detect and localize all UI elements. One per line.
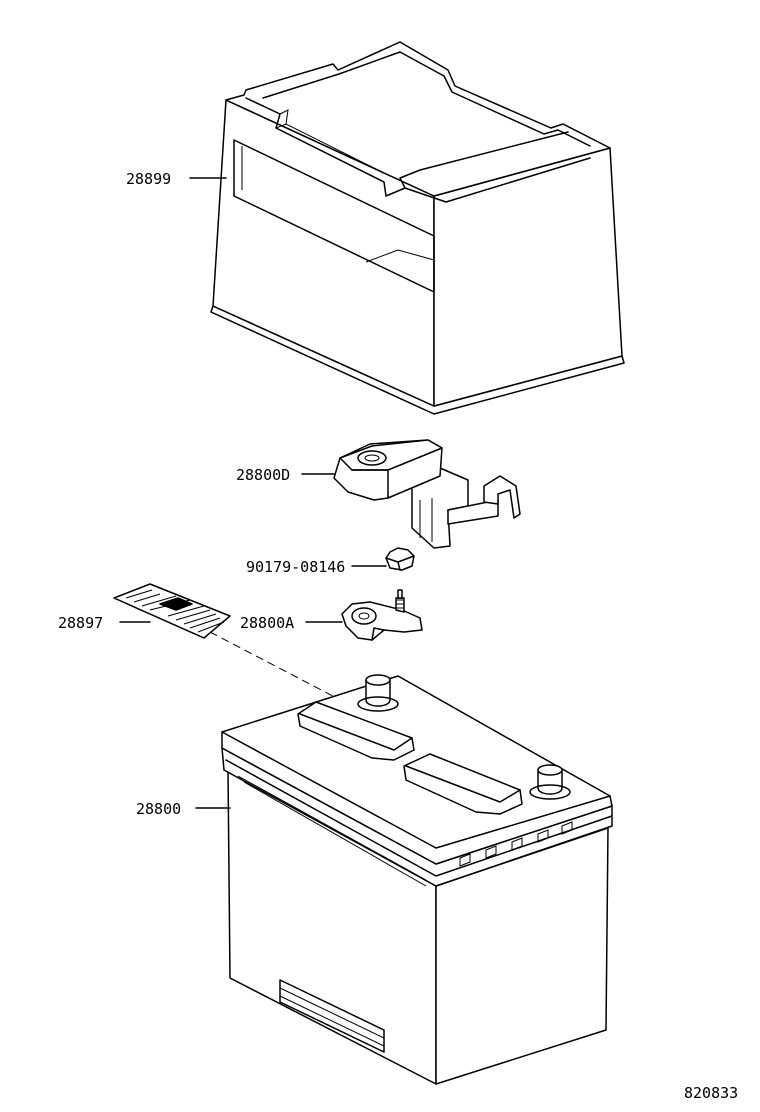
battery-tray[interactable] xyxy=(210,41,625,415)
nut[interactable] xyxy=(385,547,415,571)
diagram-id: 820833 xyxy=(684,1084,738,1102)
part-number-tray[interactable]: 28899 xyxy=(126,170,171,188)
terminal-clamp[interactable] xyxy=(341,589,423,641)
installation-dashed-line xyxy=(209,631,353,707)
part-number-terminal-clamp[interactable]: 28800A xyxy=(240,614,294,632)
label-plate[interactable] xyxy=(113,583,231,639)
battery[interactable] xyxy=(221,674,613,1085)
part-number-battery[interactable]: 28800 xyxy=(136,800,181,818)
part-number-terminal-cover[interactable]: 28800D xyxy=(236,466,290,484)
part-number-nut[interactable]: 90179-08146 xyxy=(246,558,345,576)
terminal-cover[interactable] xyxy=(333,439,521,549)
part-number-label-plate[interactable]: 28897 xyxy=(58,614,103,632)
